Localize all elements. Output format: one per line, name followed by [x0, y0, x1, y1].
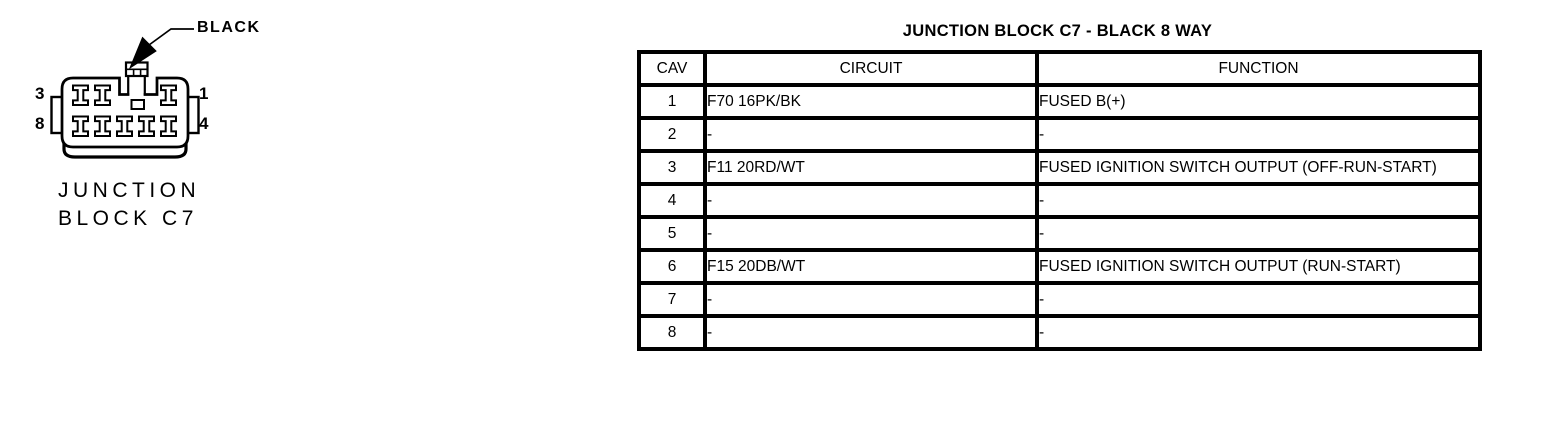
- cav-value: 1: [637, 83, 707, 120]
- table-row: 3 F11 20RD/WT FUSED IGNITION SWITCH OUTP…: [637, 149, 1482, 186]
- circuit-value: F70 16PK/BK: [703, 83, 1039, 120]
- function-value: -: [1035, 215, 1482, 252]
- terminal-pin: [160, 115, 177, 137]
- function-value: FUSED IGNITION SWITCH OUTPUT (RUN-START): [1035, 248, 1482, 285]
- header-cav: CAV: [637, 50, 707, 87]
- function-value: FUSED B(+): [1035, 83, 1482, 120]
- table-row: 7 - -: [637, 281, 1482, 318]
- connector-body: [60, 76, 190, 149]
- terminal-pin: [72, 115, 89, 137]
- connector-color-label: BLACK: [197, 19, 261, 36]
- table-row: 8 - -: [637, 314, 1482, 351]
- terminal-pin: [94, 84, 111, 106]
- function-value: FUSED IGNITION SWITCH OUTPUT (OFF-RUN-ST…: [1035, 149, 1482, 186]
- connector-caption: JUNCTION BLOCK C7: [58, 177, 200, 233]
- table-row: 5 - -: [637, 215, 1482, 252]
- cav-value: 5: [637, 215, 707, 252]
- cav-value: 6: [637, 248, 707, 285]
- black-label-leader: [128, 28, 194, 70]
- cav-value: 7: [637, 281, 707, 318]
- function-value: -: [1035, 182, 1482, 219]
- table-row: 2 - -: [637, 116, 1482, 153]
- cav-value: 2: [637, 116, 707, 153]
- terminal-pin: [116, 115, 133, 137]
- circuit-value: -: [703, 215, 1039, 252]
- pin-label-3: 3: [35, 84, 45, 103]
- table-title: JUNCTION BLOCK C7 - BLACK 8 WAY: [902, 22, 1213, 40]
- pin-label-1: 1: [199, 84, 209, 103]
- connector-drawing: [50, 28, 200, 159]
- cav-value: 3: [637, 149, 707, 186]
- circuit-value: F11 20RD/WT: [703, 149, 1039, 186]
- circuit-value: -: [703, 116, 1039, 153]
- terminal-pin: [138, 115, 155, 137]
- connector-caption-line2: BLOCK C7: [58, 207, 198, 230]
- connector-keyway: [130, 99, 145, 110]
- function-value: -: [1035, 116, 1482, 153]
- terminal-pin: [160, 84, 177, 106]
- circuit-value: -: [703, 182, 1039, 219]
- function-value: -: [1035, 314, 1482, 351]
- terminal-pins: [72, 84, 177, 137]
- pin-label-4: 4: [199, 114, 209, 133]
- header-function: FUNCTION: [1035, 50, 1482, 87]
- table-row: 1 F70 16PK/BK FUSED B(+): [637, 83, 1482, 120]
- pin-label-8: 8: [35, 114, 45, 133]
- header-circuit: CIRCUIT: [703, 50, 1039, 87]
- arrow-icon: [128, 36, 157, 70]
- connector-caption-line1: JUNCTION: [58, 179, 201, 202]
- table-row: 4 - -: [637, 182, 1482, 219]
- circuit-value: F15 20DB/WT: [703, 248, 1039, 285]
- pinout-table: CAV CIRCUIT FUNCTION 1 F70 16PK/BK FUSED…: [637, 50, 1482, 351]
- cav-value: 4: [637, 182, 707, 219]
- table-header-row: CAV CIRCUIT FUNCTION: [637, 50, 1482, 87]
- function-value: -: [1035, 281, 1482, 318]
- circuit-value: -: [703, 281, 1039, 318]
- terminal-pin: [94, 115, 111, 137]
- circuit-value: -: [703, 314, 1039, 351]
- pinout-table-container: CAV CIRCUIT FUNCTION 1 F70 16PK/BK FUSED…: [637, 50, 1482, 351]
- cav-value: 8: [637, 314, 707, 351]
- terminal-pin: [72, 84, 89, 106]
- table-row: 6 F15 20DB/WT FUSED IGNITION SWITCH OUTP…: [637, 248, 1482, 285]
- connector-diagram: BLACK 3 1 8 4 JUNCTION BLOCK C7: [0, 0, 300, 260]
- connector-latch-head: [124, 61, 149, 78]
